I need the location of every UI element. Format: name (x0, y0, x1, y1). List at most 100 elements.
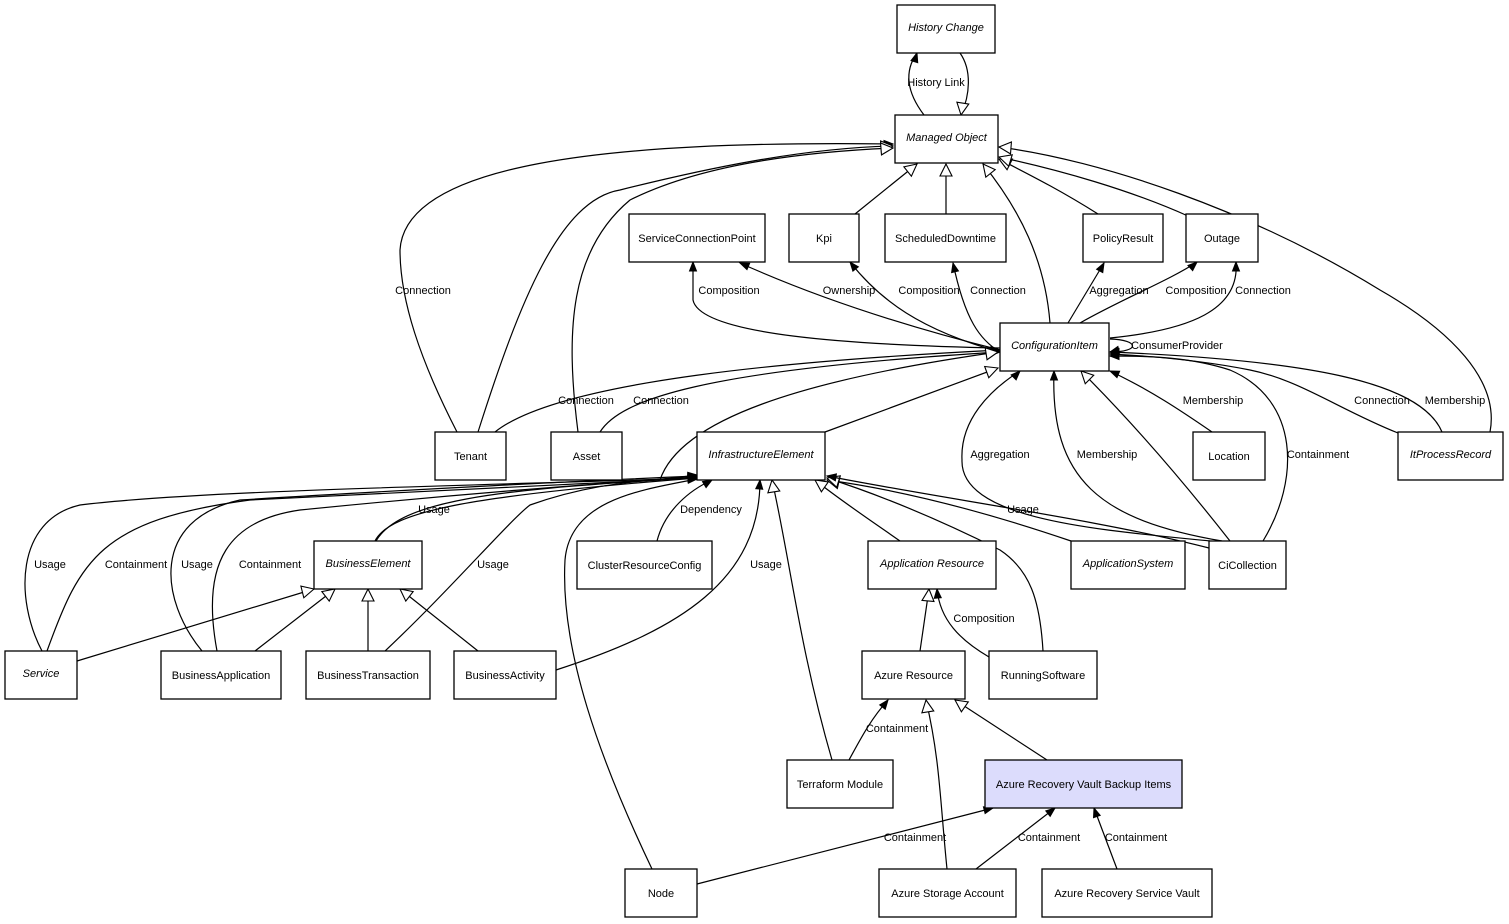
node-box (434, 431, 507, 481)
node-it-process-record[interactable]: ItProcessRecord (1397, 431, 1504, 481)
edge-generalization[interactable] (76, 585, 316, 662)
edge-association[interactable]: Usage (825, 473, 1210, 549)
node-policy-result[interactable]: PolicyResult (1082, 213, 1164, 263)
filled-arrowhead-icon (1095, 261, 1105, 274)
node-azure-storage-account[interactable]: Azure Storage Account (878, 868, 1017, 918)
edge-association[interactable]: Containment (1092, 806, 1168, 870)
edge-generalization[interactable] (956, 52, 970, 117)
hollow-triangle-arrowhead-icon (300, 585, 316, 599)
node-cluster-resource-config[interactable]: ClusterResourceConfig (576, 540, 713, 590)
edge-generalization[interactable] (254, 588, 336, 652)
edge-line (854, 163, 918, 215)
edge-generalization[interactable] (982, 163, 1051, 324)
filled-arrowhead-icon (687, 475, 699, 484)
edge-generalization[interactable] (767, 478, 833, 761)
edge-generalization[interactable] (854, 163, 918, 215)
hollow-triangle-arrowhead-icon (921, 587, 935, 603)
node-managed-object[interactable]: Managed Object (894, 114, 999, 164)
edge-association[interactable]: Containment (848, 698, 928, 761)
edge-association[interactable]: Aggregation (961, 370, 1211, 542)
node-tenant[interactable]: Tenant (434, 431, 507, 481)
edge-association[interactable]: History Link (907, 51, 965, 116)
node-box (1185, 213, 1259, 263)
node-label: BusinessActivity (465, 670, 545, 682)
node-box (313, 540, 423, 590)
edge-association[interactable] (563, 475, 699, 870)
node-box (624, 868, 698, 918)
node-label: ScheduledDowntime (895, 233, 996, 245)
edge-association[interactable]: ConsumerProvider (1108, 338, 1223, 354)
node-application-resource[interactable]: Application Resource (867, 540, 997, 590)
edge-association[interactable]: Usage (555, 478, 782, 671)
edge-generalization[interactable] (1080, 370, 1231, 542)
edge-label: Containment (1287, 449, 1349, 461)
edge-association[interactable]: Membership (1108, 370, 1244, 433)
edge-association[interactable]: Aggregation (1067, 261, 1149, 324)
edge-association[interactable]: Connection (494, 345, 1002, 433)
edge-generalization[interactable] (997, 141, 1492, 433)
node-box (878, 868, 1017, 918)
node-service-connection-point[interactable]: ServiceConnectionPoint (628, 213, 766, 263)
node-location[interactable]: Location (1192, 431, 1266, 481)
edge-association[interactable]: Composition (933, 587, 1015, 658)
edge-label: Membership (1183, 395, 1244, 407)
node-kpi[interactable]: Kpi (788, 213, 860, 263)
edge-association[interactable]: Membership (1108, 347, 1485, 433)
node-configuration-item[interactable]: ConfigurationItem (999, 322, 1110, 372)
node-node[interactable]: Node (624, 868, 698, 918)
edge-line (961, 370, 1211, 542)
edge-association[interactable]: Containment (975, 807, 1080, 870)
edge-association[interactable]: Ownership (738, 262, 1001, 351)
edge-generalization[interactable] (921, 698, 948, 870)
edge-label: Connection (633, 395, 689, 407)
edge-generalization[interactable] (997, 158, 1099, 215)
node-infrastructure-element[interactable]: InfrastructureElement (696, 431, 826, 481)
edge-label: ConsumerProvider (1131, 340, 1223, 352)
node-running-software[interactable]: RunningSoftware (988, 650, 1098, 700)
edge-generalization[interactable] (361, 587, 375, 651)
edge-label: Connection (1354, 395, 1410, 407)
edge-generalization[interactable] (813, 479, 901, 542)
node-box (1208, 540, 1287, 590)
edge-association[interactable]: Composition (688, 260, 1001, 349)
edge-line (599, 351, 1001, 433)
node-azure-recovery-service-vault[interactable]: Azure Recovery Service Vault (1041, 868, 1213, 918)
node-label: Azure Recovery Service Vault (1054, 888, 1199, 900)
edge-association[interactable]: Usage (374, 474, 699, 542)
node-box (988, 650, 1098, 700)
edge-generalization[interactable] (571, 142, 895, 433)
node-history-change[interactable]: History Change (896, 4, 996, 54)
node-azure-resource[interactable]: Azure Resource (861, 650, 966, 700)
node-business-transaction[interactable]: BusinessTransaction (305, 650, 431, 700)
edge-line (254, 588, 336, 652)
node-application-system[interactable]: ApplicationSystem (1070, 540, 1186, 590)
node-asset[interactable]: Asset (550, 431, 623, 481)
edge-generalization[interactable] (824, 365, 1000, 433)
node-business-application[interactable]: BusinessApplication (160, 650, 282, 700)
node-terraform-module[interactable]: Terraform Module (786, 759, 894, 809)
edge-association[interactable]: Usage (384, 471, 699, 652)
edge-generalization[interactable] (919, 587, 935, 652)
node-business-activity[interactable]: BusinessActivity (453, 650, 557, 700)
edge-label: Usage (1007, 504, 1039, 516)
node-azure-recovery-vault-backup-items[interactable]: Azure Recovery Vault Backup Items (984, 759, 1183, 809)
edge-generalization[interactable] (399, 588, 479, 652)
edge-association[interactable]: Dependency (656, 479, 742, 542)
edge-association[interactable]: Composition (849, 260, 1001, 353)
node-outage[interactable]: Outage (1185, 213, 1259, 263)
node-scheduled-downtime[interactable]: ScheduledDowntime (884, 213, 1007, 263)
edge-line (399, 588, 479, 652)
hollow-triangle-arrowhead-icon (879, 142, 895, 156)
edge-generalization[interactable] (997, 154, 1189, 217)
edge-line (46, 477, 698, 652)
node-service[interactable]: Service (4, 650, 78, 700)
node-ci-collection[interactable]: CiCollection (1208, 540, 1287, 590)
edge-association[interactable]: Connection (1109, 260, 1291, 339)
edge-generalization[interactable] (953, 699, 1048, 761)
edge-association[interactable]: Membership (1049, 369, 1223, 542)
node-business-element[interactable]: BusinessElement (313, 540, 423, 590)
hollow-triangle-arrowhead-icon (1080, 370, 1095, 385)
node-box (4, 650, 78, 700)
edge-generalization[interactable] (939, 162, 953, 214)
edge-association[interactable]: Composition (1079, 261, 1227, 324)
